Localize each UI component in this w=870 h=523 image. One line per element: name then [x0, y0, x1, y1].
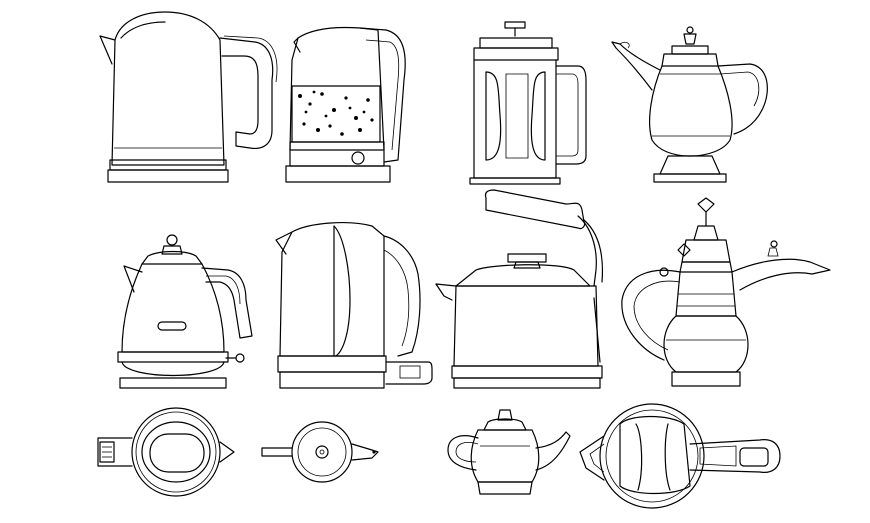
coffee-pot-icon [611, 26, 768, 183]
cordless-kettle-icon [275, 222, 433, 389]
glass-kettle-icon [285, 26, 406, 183]
kettle-top-view-icon [97, 407, 235, 497]
teapot-top-view-icon [261, 421, 379, 483]
teapot-side-view-icon [447, 409, 571, 495]
retro-kettle-icon [117, 234, 253, 389]
electric-kettle-icon [99, 11, 278, 183]
french-press-icon [469, 21, 587, 185]
stovetop-kettle-icon [435, 189, 604, 389]
cordless-kettle-top-view-icon [579, 403, 781, 509]
dallah-pot-icon [621, 197, 831, 387]
